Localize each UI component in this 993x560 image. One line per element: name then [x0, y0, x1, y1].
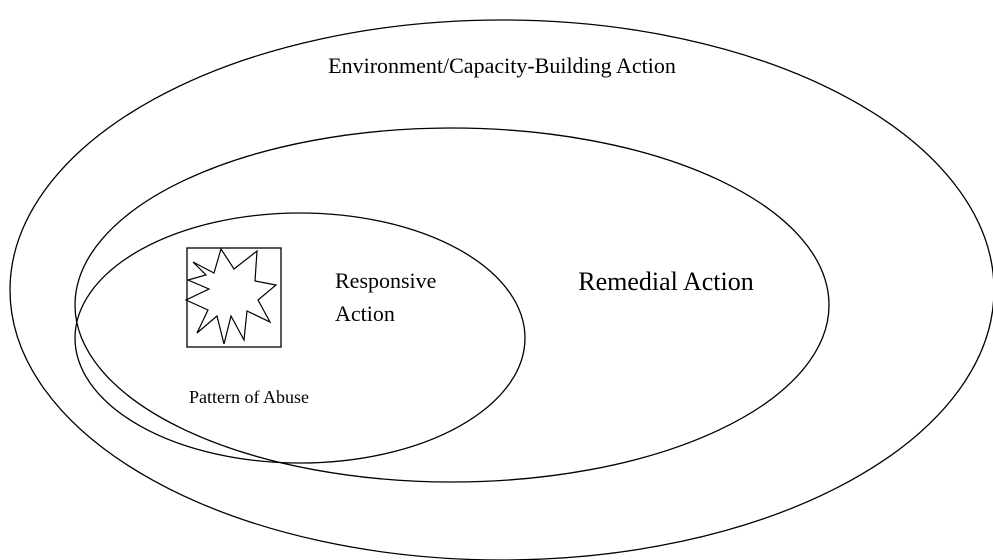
- responsive-action-label-line1: Responsive: [335, 268, 436, 293]
- environment-capacity-building-label: Environment/Capacity-Building Action: [328, 53, 676, 78]
- pattern-of-abuse-label: Pattern of Abuse: [189, 387, 309, 407]
- responsive-action-ellipse: [74, 212, 526, 464]
- remedial-action-label: Remedial Action: [578, 267, 753, 296]
- pattern-of-abuse-box: [184, 247, 282, 348]
- remedial-action-ellipse: [74, 127, 830, 483]
- environment-capacity-building-ellipse: [9, 19, 993, 560]
- starburst-icon: [184, 247, 278, 345]
- responsive-action-label-line2: Action: [335, 301, 395, 326]
